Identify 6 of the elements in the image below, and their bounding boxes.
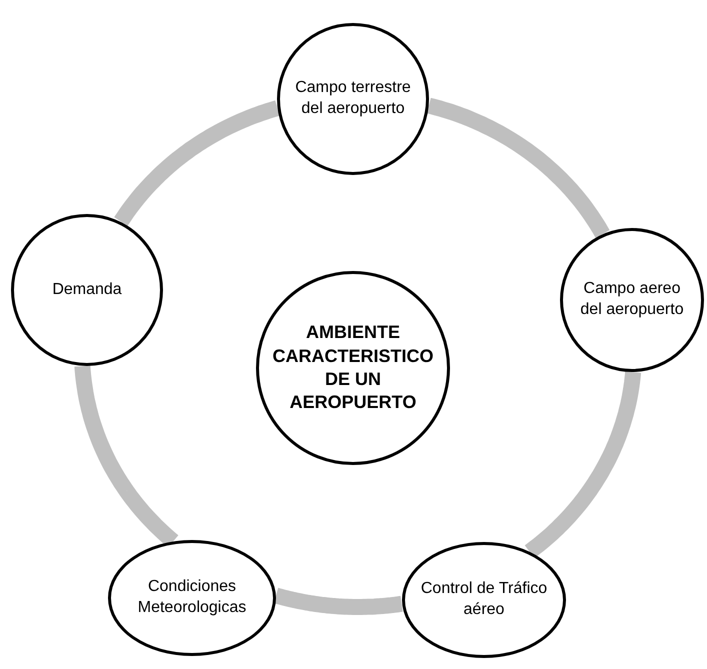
node-label: Demanda (51, 280, 123, 300)
node-label: Campo terrestre del aeropuerto (294, 78, 412, 119)
node-label: Condiciones Meteorologicas (136, 577, 248, 618)
node-label: Control de Tráfico aéreo (420, 579, 548, 620)
node-label: AMBIENTE CARACTERISTICO DE UN AEROPUERTO (272, 321, 434, 414)
node-label: Campo aereo del aeropuerto (579, 279, 685, 320)
